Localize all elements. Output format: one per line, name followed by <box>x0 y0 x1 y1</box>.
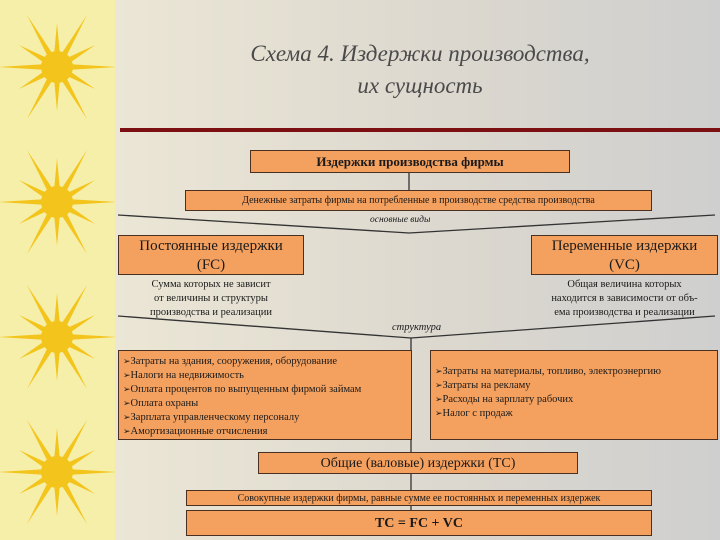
list-item: ➢Затраты на материалы, топливо, электроэ… <box>435 366 661 377</box>
formula-box: TC = FC + VC <box>186 510 652 536</box>
arrow-bullet-icon: ➢ <box>435 381 443 391</box>
list-item: ➢Налог с продаж <box>435 408 513 419</box>
variable-costs-box: Переменные издержки (VC) <box>531 235 718 275</box>
list-item: ➢Затраты на здания, сооружения, оборудов… <box>123 356 337 367</box>
arrow-bullet-icon: ➢ <box>123 427 131 437</box>
total-costs-box: Общие (валовые) издержки (ТС) <box>258 452 578 474</box>
firm-costs-label: Издержки производства фирмы <box>316 154 504 169</box>
total-costs-title: Общие (валовые) издержки (ТС) <box>320 456 516 471</box>
arrow-bullet-icon: ➢ <box>123 385 131 395</box>
variable-desc-line: ема производства и реализации <box>554 307 695 318</box>
arrow-bullet-icon: ➢ <box>123 399 131 409</box>
sun-icon <box>0 285 115 389</box>
fixed-desc-line: Сумма которых не зависит <box>151 279 271 290</box>
sun-icon <box>0 150 115 254</box>
fixed-costs-box: Постоянные издержки (FC) <box>118 235 304 275</box>
fixed-costs-abbrev: (FC) <box>196 257 226 273</box>
firm-costs-box: Издержки производства фирмы <box>250 150 570 173</box>
fixed-costs-list: ➢Затраты на здания, сооружения, оборудов… <box>118 350 412 440</box>
page-title: Схема 4. Издержки производства, их сущно… <box>130 38 710 102</box>
arrow-bullet-icon: ➢ <box>123 371 131 381</box>
arrow-bullet-icon: ➢ <box>123 413 131 423</box>
list-item: ➢Оплата охраны <box>123 398 199 409</box>
arrow-bullet-icon: ➢ <box>123 357 131 367</box>
sun-icon <box>0 15 115 119</box>
title-line-2: их сущность <box>357 73 483 98</box>
list-item: ➢Амортизационные отчисления <box>123 426 268 437</box>
variable-desc-line: находится в зависимости от объ- <box>551 293 698 304</box>
list-item: ➢Затраты на рекламу <box>435 380 531 391</box>
fixed-costs-title: Постоянные издержки <box>139 238 283 254</box>
arrow-bullet-icon: ➢ <box>435 367 443 377</box>
variable-costs-title: Переменные издержки <box>551 238 698 254</box>
main-types-label: основные виды <box>370 215 431 225</box>
list-item: ➢Налоги на недвижимость <box>123 370 244 381</box>
decorative-sidebar <box>0 0 115 540</box>
fixed-desc-line: производства и реализации <box>150 307 272 318</box>
fixed-costs-description: Сумма которых не зависит от величины и с… <box>118 278 304 320</box>
variable-costs-abbrev: (VC) <box>609 257 640 273</box>
total-definition-text: Совокупные издержки фирмы, равные сумме … <box>237 493 601 504</box>
variable-costs-list: ➢Затраты на материалы, топливо, электроэ… <box>430 350 718 440</box>
arrow-bullet-icon: ➢ <box>435 395 443 405</box>
formula-text: TC = FC + VC <box>374 516 464 531</box>
definition-box: Денежные затраты фирмы на потребленные в… <box>185 190 652 211</box>
title-line-1: Схема 4. Издержки производства, <box>250 41 590 66</box>
list-item: ➢Зарплата управленческому персоналу <box>123 412 300 423</box>
structure-label: структура <box>392 322 442 333</box>
fixed-desc-line: от величины и структуры <box>154 293 268 304</box>
definition-text: Денежные затраты фирмы на потребленные в… <box>242 195 595 206</box>
arrow-bullet-icon: ➢ <box>435 409 443 419</box>
sun-icon <box>0 420 115 524</box>
variable-desc-line: Общая величина которых <box>567 279 682 290</box>
list-item: ➢Оплата процентов по выпущенным фирмой з… <box>123 384 362 395</box>
variable-costs-description: Общая величина которых находится в завис… <box>531 278 718 320</box>
title-divider <box>120 128 720 132</box>
total-definition-box: Совокупные издержки фирмы, равные сумме … <box>186 490 652 506</box>
list-item: ➢Расходы на зарплату рабочих <box>435 394 574 405</box>
